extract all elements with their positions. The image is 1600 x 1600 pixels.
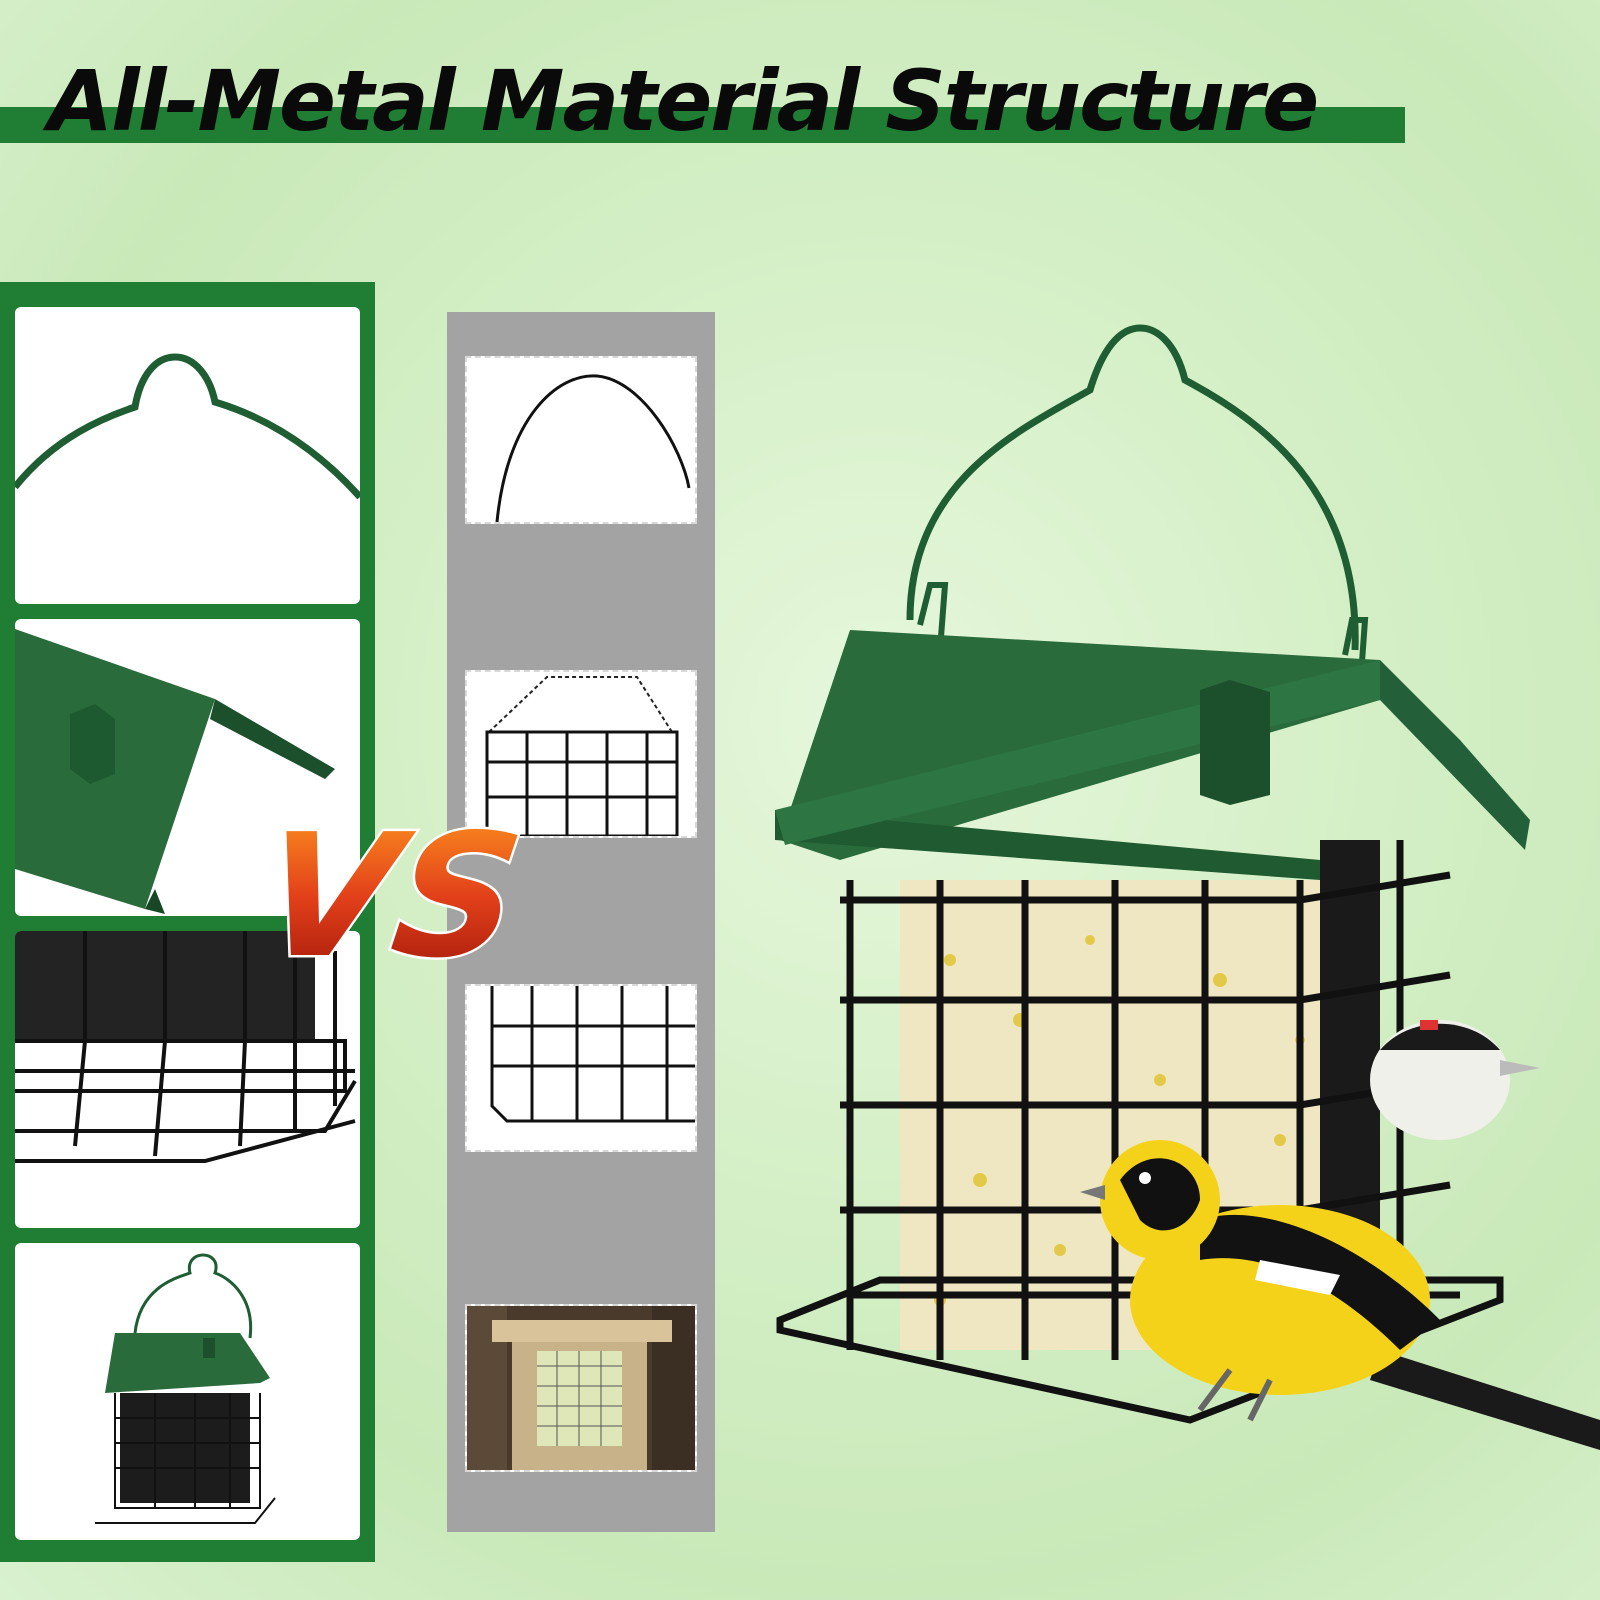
green-roof-image	[15, 629, 335, 914]
comparison-strip	[447, 312, 715, 1532]
left-feature-panel	[0, 282, 375, 1562]
hanger-wire	[906, 324, 1359, 651]
comparison-card-1	[465, 356, 697, 524]
wooden-suet-feeder-image	[467, 1306, 695, 1470]
plain-wire-cage-image	[490, 986, 695, 1123]
vs-text: VS	[272, 798, 532, 985]
hanger-closeup-card	[15, 307, 360, 604]
roof-closeup-card	[15, 619, 360, 916]
page-title: All-Metal Material Structure	[48, 52, 1319, 150]
comparison-card-2	[465, 670, 697, 838]
black-cage-image	[15, 931, 357, 1163]
green-hanger-image	[15, 353, 360, 500]
hero-feeder-image	[775, 324, 1600, 1450]
thin-wire-hanger-image	[495, 374, 691, 522]
chain-hanging-cage-image	[485, 676, 679, 836]
comparison-card-3	[465, 984, 697, 1152]
roof-chimney	[1200, 680, 1270, 805]
cage-closeup-card	[15, 931, 360, 1228]
title-underline-bar	[0, 107, 1405, 143]
comparison-card-4	[465, 1304, 697, 1472]
oriole-bird	[1080, 1140, 1600, 1450]
full-feeder-thumbnail	[95, 1253, 276, 1524]
full-feeder-card	[15, 1243, 360, 1540]
vs-badge: VS	[272, 795, 532, 985]
